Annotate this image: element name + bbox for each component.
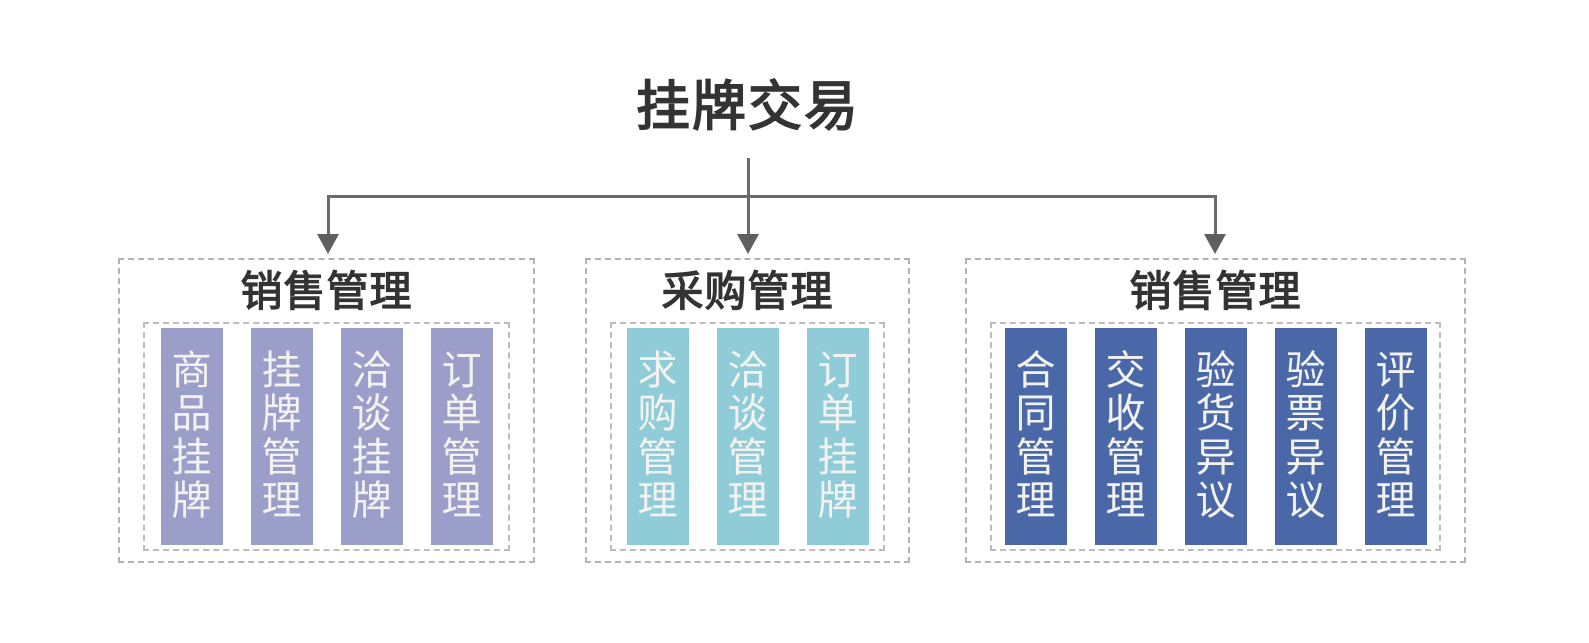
group-box-procurement: 采购管理 求购管理 洽谈管理 订单挂牌: [585, 258, 910, 563]
bar-label: 评价管理: [1375, 349, 1416, 523]
bar-item: 洽谈管理: [716, 328, 779, 545]
bar-label: 验票异议: [1285, 349, 1326, 523]
bar-label: 订单管理: [441, 349, 482, 523]
bar-item: 验货异议: [1184, 328, 1247, 545]
bar-label: 订单挂牌: [817, 349, 858, 523]
group-title: 销售管理: [240, 268, 413, 315]
bar-item: 订单挂牌: [806, 328, 869, 545]
bar-label: 合同管理: [1015, 349, 1056, 523]
diagram-title: 挂牌交易: [636, 77, 860, 137]
bar-item: 合同管理: [1004, 328, 1067, 545]
bar-item: 商品挂牌: [160, 328, 223, 545]
bar-label: 求购管理: [637, 349, 678, 523]
bar-item: 验票异议: [1274, 328, 1337, 545]
bar-label: 交收管理: [1105, 349, 1146, 523]
bar-item: 洽谈挂牌: [340, 328, 403, 545]
arrow-down-icon: [1204, 234, 1226, 254]
bar-item: 交收管理: [1094, 328, 1157, 545]
group-box-sales-right: 销售管理 合同管理 交收管理 验货异议 验票异议 评价管理: [965, 258, 1466, 563]
group-box-sales-left: 销售管理 商品挂牌 挂牌管理 洽谈挂牌 订单管理: [118, 258, 535, 563]
bar-item: 订单管理: [430, 328, 493, 545]
connector-right-drop-line: [1214, 195, 1217, 238]
bar-item: 挂牌管理: [250, 328, 313, 545]
bar-label: 验货异议: [1195, 349, 1236, 523]
connector-left-drop-line: [327, 195, 330, 238]
bar-label: 挂牌管理: [261, 349, 302, 523]
group-items-container: 合同管理 交收管理 验货异议 验票异议 评价管理: [990, 322, 1441, 551]
arrow-down-icon: [317, 234, 339, 254]
group-items-container: 商品挂牌 挂牌管理 洽谈挂牌 订单管理: [143, 322, 510, 551]
bar-label: 商品挂牌: [171, 349, 212, 523]
group-title: 销售管理: [1129, 268, 1302, 315]
group-items-container: 求购管理 洽谈管理 订单挂牌: [610, 322, 885, 551]
bar-label: 洽谈挂牌: [351, 349, 392, 523]
group-title: 采购管理: [661, 268, 834, 315]
connector-horizontal-line: [327, 195, 1216, 198]
arrow-down-icon: [737, 234, 759, 254]
bar-label: 洽谈管理: [727, 349, 768, 523]
bar-item: 评价管理: [1364, 328, 1427, 545]
bar-item: 求购管理: [626, 328, 689, 545]
connector-stem-line: [747, 158, 750, 238]
